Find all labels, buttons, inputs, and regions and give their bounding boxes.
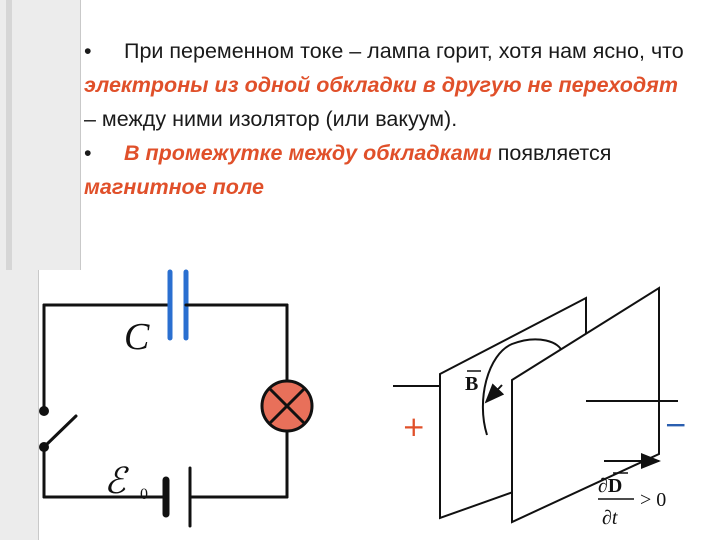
d-relation: > 0 [640, 489, 666, 511]
frame-top-panel [0, 0, 81, 270]
emf-subscript: 0 [140, 486, 148, 503]
bullet-1-highlight: электроны из одной обкладки в другую не … [84, 73, 678, 97]
switch-contact-bottom [39, 442, 49, 452]
bullet-2-text: появляется [491, 141, 612, 165]
capacitor-plates-diagram [393, 286, 678, 524]
bullet-1-text-b: – между ними изолятор (или вакуум). [84, 107, 458, 131]
magnetic-field-arrow [484, 383, 505, 404]
bullet-marker: • [84, 141, 92, 165]
b-label: B [465, 373, 478, 395]
bullet-2: • В промежутке между обкладками появляетс… [84, 136, 694, 204]
lamp-icon [260, 379, 314, 433]
switch-blade [42, 414, 78, 449]
slide-text: • При переменном токе – лампа горит, хотя… [84, 34, 694, 204]
plus-sign: + [402, 410, 425, 443]
bullet-1-text-a: При переменном токе – лампа горит, хотя … [124, 39, 684, 63]
emf-symbol: ℰ [104, 461, 129, 502]
frame-bottom-panel [0, 270, 39, 540]
d-denominator: ∂t [602, 507, 618, 529]
capacitor-label: C [124, 316, 150, 358]
magnetic-field-loop [481, 338, 563, 436]
minus-sign: − [664, 408, 687, 441]
bullet-2-highlight-a: В промежутке между обкладками [124, 141, 492, 165]
switch-contact-top [39, 406, 49, 416]
circuit-diagram [42, 269, 289, 528]
frame-stripe [6, 0, 12, 270]
bullet-2-highlight-b: магнитное поле [84, 175, 264, 199]
bullet-marker: • [84, 39, 92, 63]
d-numerator: ∂D [598, 475, 622, 497]
bullet-1: • При переменном токе – лампа горит, хотя… [84, 34, 694, 136]
